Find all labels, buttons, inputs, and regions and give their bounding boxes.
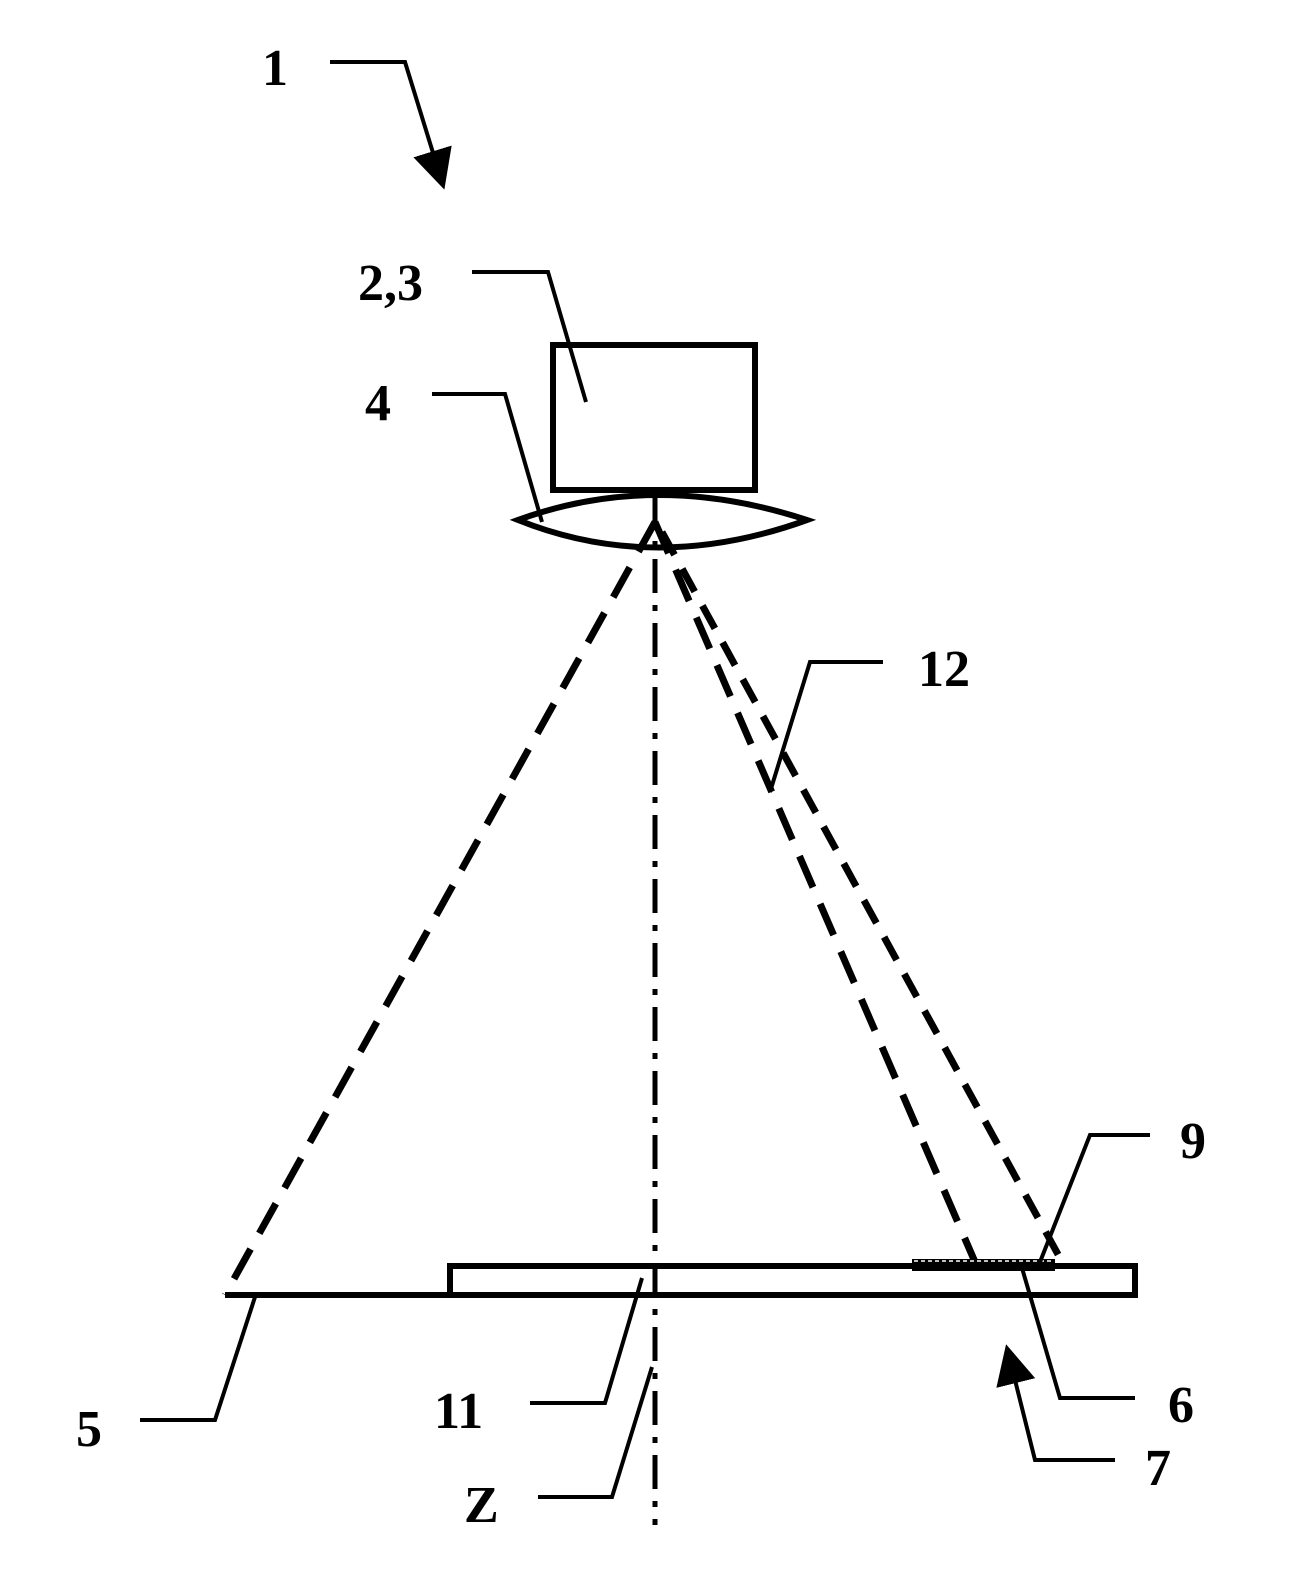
- label-region: 9: [1180, 1113, 1206, 1170]
- label-field-edge: 5: [76, 1401, 102, 1458]
- ray-right-inner: [651, 520, 979, 1264]
- label-beam: 12: [918, 641, 970, 698]
- lens: [509, 492, 817, 551]
- label-system: 1: [262, 40, 288, 97]
- label-support: 7: [1145, 1440, 1171, 1497]
- object-strip: [912, 1259, 1055, 1271]
- leader-axis: [538, 1366, 654, 1499]
- leader-field-edge: [140, 1296, 257, 1422]
- leader-region: [1038, 1133, 1150, 1263]
- leader-beam: [768, 660, 883, 793]
- label-camera: 2,3: [358, 255, 423, 312]
- leader-system-arrow: [330, 60, 452, 190]
- label-object: 6: [1168, 1377, 1194, 1434]
- ray-right-outer: [658, 530, 1064, 1260]
- leader-camera: [472, 270, 588, 403]
- label-plate: 11: [434, 1383, 483, 1440]
- leader-support-arrow: [996, 1344, 1115, 1462]
- label-lens: 4: [365, 375, 391, 432]
- leader-object: [1020, 1267, 1135, 1400]
- camera-box: [550, 342, 758, 493]
- plate: [447, 1263, 1138, 1298]
- leader-lens: [432, 392, 544, 523]
- ray-left: [221, 520, 659, 1297]
- label-axis: Z: [464, 1477, 499, 1534]
- leader-plate: [530, 1277, 644, 1405]
